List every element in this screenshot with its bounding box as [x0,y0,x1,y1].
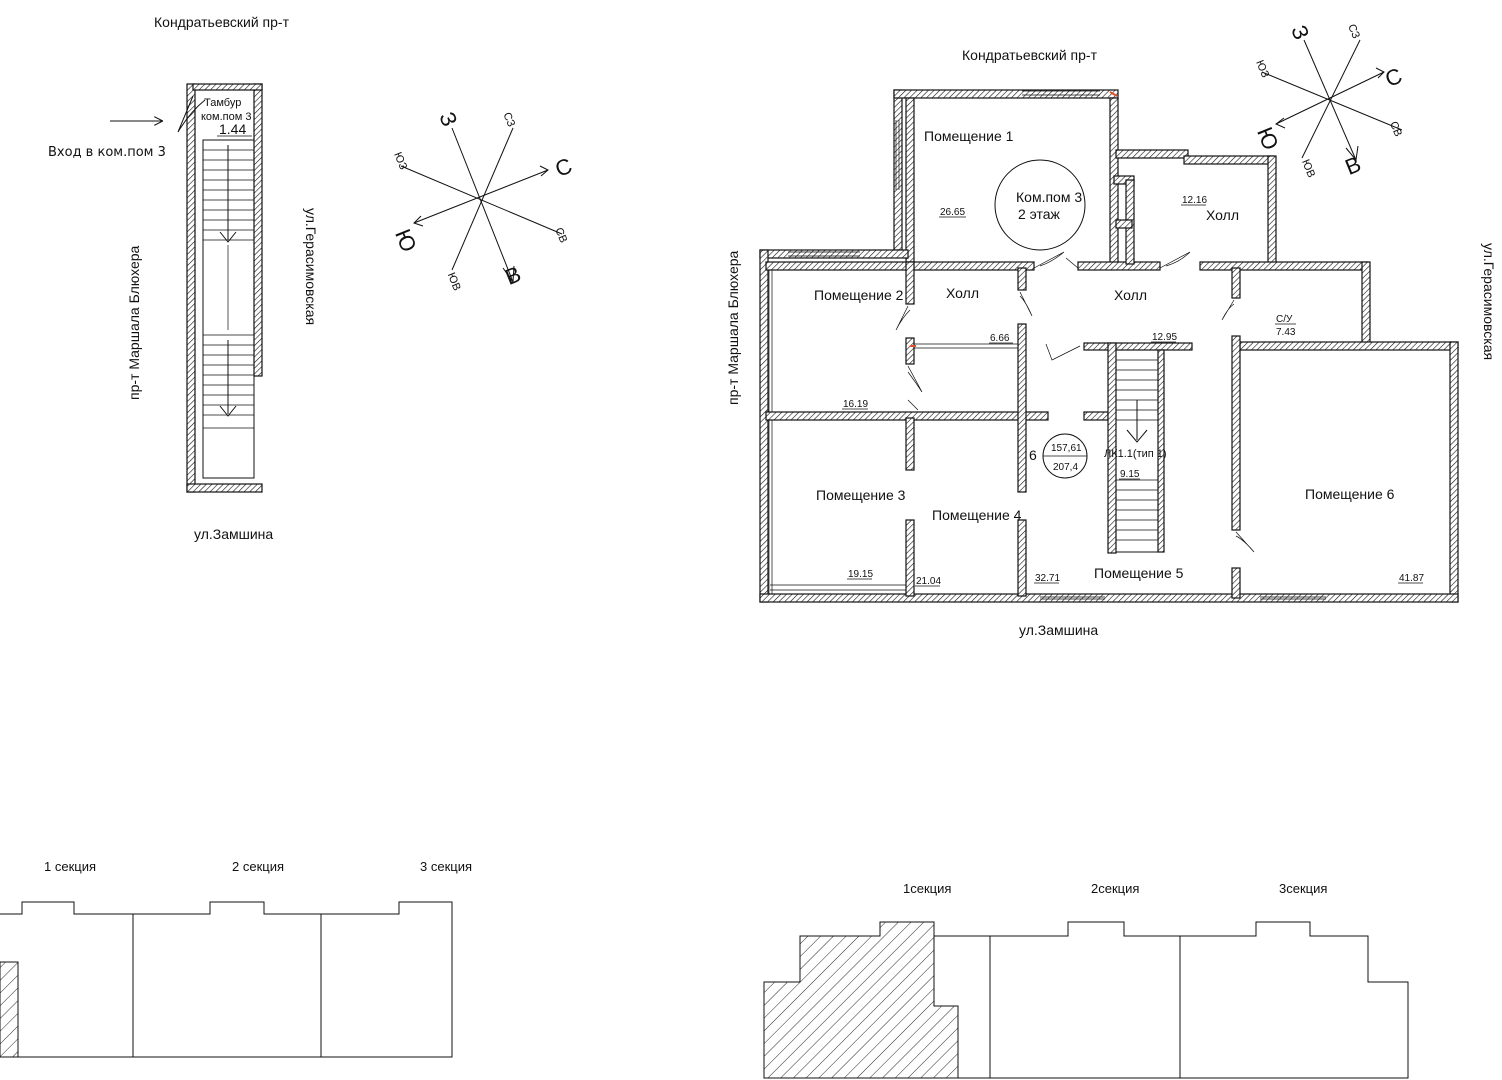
hall-1-name: Холл [1206,207,1239,223]
room-3-area: 19.15 [848,569,873,580]
room-2-name: Помещение 2 [814,287,904,303]
left-street-right: ул.Герасимовская [303,208,319,325]
compass-right-n: С [1381,63,1405,92]
vestibule-title: Тамбур [204,97,241,109]
compass-right-e: В [1341,151,1364,180]
stair-treads [203,145,254,417]
totals-top: 157,61 [1051,443,1082,454]
room-3-name: Помещение 3 [816,487,906,503]
hall-3-area: 12.95 [1152,332,1177,343]
wc-name: С/У [1276,314,1293,325]
right-street-top: Кондратьевский пр-т [962,47,1098,63]
compass-left-n: С [551,153,575,182]
room-1-name: Помещение 1 [924,128,1014,144]
totals-index: 6 [1029,447,1037,463]
right-plan: Кондратьевский пр-т пр-т Маршала Блюхера… [725,47,1497,638]
unit-badge [994,159,1086,251]
stair-area: 9.15 [1120,469,1140,480]
windows [768,90,1326,600]
entrance-label: Вход в ком.пом 3 [48,145,166,160]
key-left-section-3: 3 секция [420,859,472,874]
room-5-name: Помещение 5 [1094,565,1184,581]
compass-left: С З В Ю СЗ ЮЗ СВ ЮВ [390,108,576,292]
key-right-section-3: 3секция [1279,881,1327,896]
unit-badge-line2: 2 этаж [1018,206,1061,222]
key-right-section-1: 1секция [903,881,951,896]
doors [895,251,1255,553]
stair-label: ЛК1.1(тип 1) [1104,448,1167,460]
entrance-door [177,95,206,133]
compass-left-nw: СЗ [501,111,518,129]
left-street-top: Кондратьевский пр-т [154,14,290,30]
vestibule-subtitle: ком.пом 3 [201,111,251,123]
compass-right-w: З [1286,21,1314,43]
key-left-highlight [0,961,19,1058]
compass-right-se: ЮВ [1299,158,1317,180]
key-right-section-2: 2секция [1091,881,1139,896]
hall-2-area: 6.66 [990,333,1010,344]
vestibule-area: 1.44 [219,121,246,137]
key-plan-right: 1секция 2секция 3секция [763,881,1409,1079]
unit-badge-line1: Ком.пом 3 [1016,189,1082,205]
outer-walls [759,89,1459,603]
wc-area: 7.43 [1276,327,1296,338]
totals-badge: 6 157,61 207,4 [1029,433,1088,479]
compass-left-w: З [434,108,462,130]
hall-2-name: Холл [946,285,979,301]
compass-right-sw: ЮЗ [1253,59,1271,80]
compass-left-ne: СВ [552,226,569,245]
key-plan-left: 1 секция 2 секция 3 секция [0,859,472,1058]
hall-1-area: 12.16 [1182,195,1207,206]
room-6-area: 41.87 [1399,573,1424,584]
compass-right-ne: СВ [1387,120,1404,139]
compass-right-s: Ю [1252,123,1284,153]
left-street-left: пр-т Маршала Блюхера [126,245,142,400]
totals-bottom: 207,4 [1053,462,1078,473]
compass-left-se: ЮВ [445,271,463,293]
stair [1115,349,1165,553]
right-street-bottom: ул.Замшина [1019,622,1098,638]
room-2-area: 16.19 [843,399,868,410]
room-1-area: 26.65 [940,207,965,218]
stair-shaft [177,83,263,493]
room-5-area: 32.71 [1035,573,1060,584]
left-plan: Кондратьевский пр-т Тамбур ком.пом 3 1.4… [48,14,319,542]
room-6-name: Помещение 6 [1305,486,1395,502]
compass-left-s: Ю [390,225,422,255]
left-street-bottom: ул.Замшина [194,526,273,542]
key-right-highlight [763,921,959,1079]
compass-left-e: В [501,261,524,290]
room-4-name: Помещение 4 [932,507,1022,523]
compass-right-nw: СЗ [1345,23,1362,41]
right-street-right: ул.Герасимовская [1481,243,1497,360]
hall-3-name: Холл [1114,287,1147,303]
key-left-section-2: 2 секция [232,859,284,874]
right-street-left: пр-т Маршала Блюхера [725,250,741,405]
room-4-area: 21.04 [916,576,941,587]
key-left-section-1: 1 секция [44,859,96,874]
